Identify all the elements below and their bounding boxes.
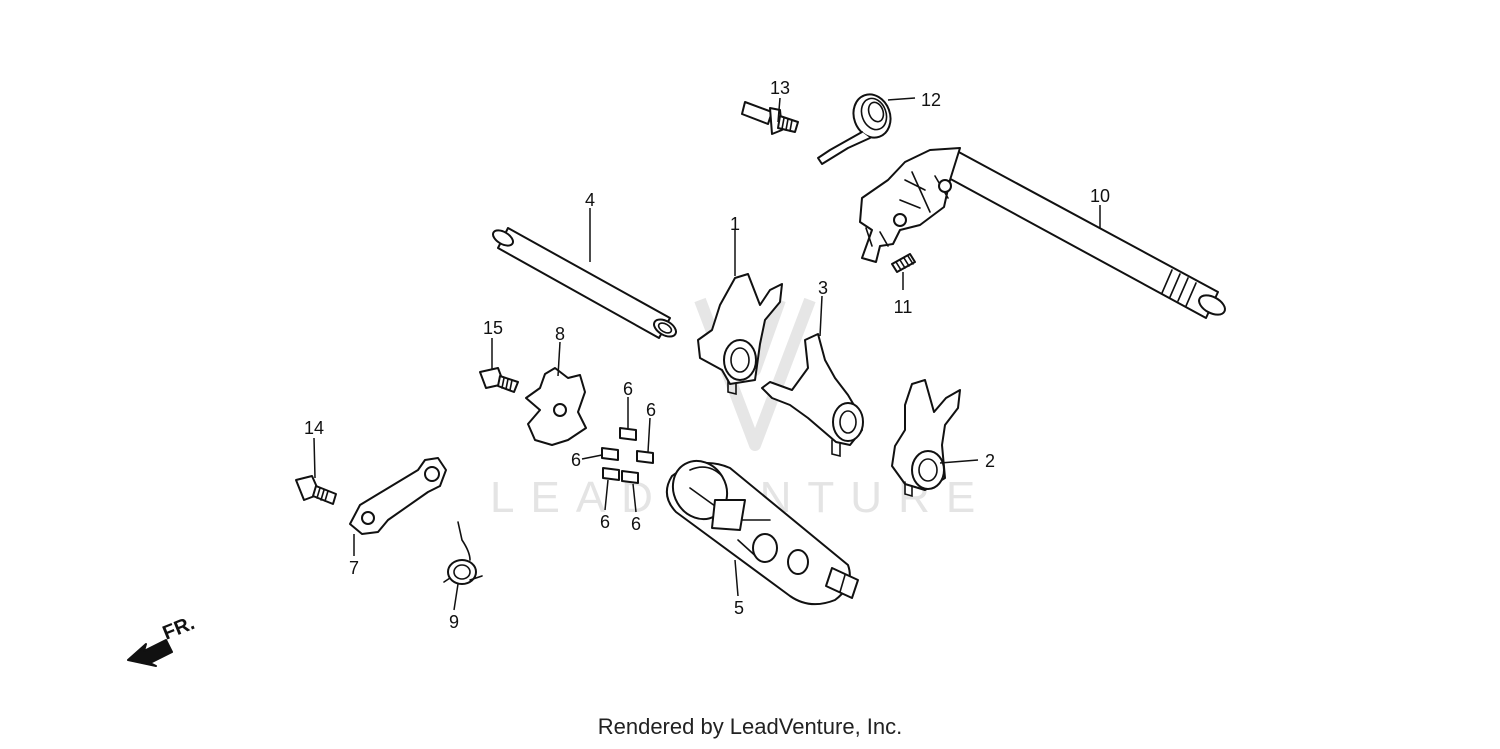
callout-4: 4: [585, 190, 595, 210]
callout-6c: 6: [571, 450, 581, 470]
render-credit: Rendered by LeadVenture, Inc.: [597, 714, 903, 739]
callout-1: 1: [730, 214, 740, 234]
callouts: 1 2 3 4 5 6 6 6 6 6 7 8 9 10 11 12 13 14…: [304, 78, 1110, 632]
part-11-spring: [891, 253, 916, 273]
callout-5: 5: [734, 598, 744, 618]
part-14-bolt: [295, 475, 337, 505]
part-3-shift-fork: [761, 333, 864, 458]
callout-14: 14: [304, 418, 324, 438]
callout-6b: 6: [646, 400, 656, 420]
callout-2: 2: [985, 451, 995, 471]
part-1-shift-fork: [697, 273, 783, 396]
callout-6e: 6: [631, 514, 641, 534]
part-7-stopper-arm: [349, 457, 447, 535]
front-arrow-icon: [127, 639, 173, 667]
part-9-spring: [443, 521, 483, 585]
callout-6a: 6: [623, 379, 633, 399]
callout-10: 10: [1090, 186, 1110, 206]
part-10-gearshift-spindle: [859, 147, 1226, 319]
part-13-bolt: [741, 101, 799, 135]
callout-11: 11: [894, 297, 913, 317]
callout-6d: 6: [600, 512, 610, 532]
part-5-shift-drum: [665, 459, 859, 606]
front-direction-indicator: FR.: [127, 612, 198, 667]
leader-lines: [313, 97, 1101, 611]
callout-12: 12: [921, 90, 941, 110]
callout-15: 15: [483, 318, 503, 338]
part-4-fork-shaft: [492, 227, 677, 339]
part-8-stopper-plate: [525, 367, 587, 446]
callout-3: 3: [818, 278, 828, 298]
callout-9: 9: [449, 612, 459, 632]
part-12-return-spring: [817, 93, 892, 165]
callout-8: 8: [555, 324, 565, 344]
callout-13: 13: [770, 78, 790, 98]
part-15-bolt: [479, 367, 519, 393]
front-label: FR.: [160, 612, 198, 644]
part-6-pins: [601, 427, 654, 484]
callout-7: 7: [349, 558, 359, 578]
